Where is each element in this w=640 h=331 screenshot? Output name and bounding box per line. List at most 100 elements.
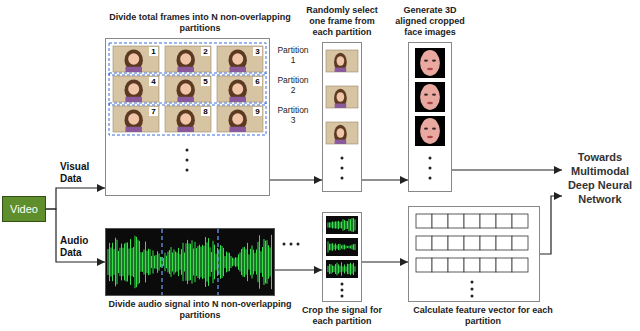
- video-frame: [229, 67, 246, 72]
- frame-number: 3: [253, 47, 262, 56]
- video-frame: [113, 106, 159, 132]
- flow-arrow: [452, 169, 562, 170]
- video-frame: [125, 97, 142, 102]
- face-image: [432, 93, 436, 95]
- partition-outline: [109, 103, 266, 135]
- video-frame: [128, 113, 139, 124]
- audio-segment: [326, 216, 358, 278]
- branch-label: Visual Data: [60, 161, 100, 185]
- continuation-dots: [341, 157, 344, 180]
- face-image: [415, 116, 445, 146]
- continuation-dots: [341, 177, 344, 180]
- continuation-dots: [341, 283, 344, 298]
- video-frame: [180, 113, 191, 124]
- video-frame: [113, 46, 263, 132]
- selected-frame: [337, 92, 345, 102]
- video-frame: [125, 67, 142, 72]
- video-frame: [177, 109, 195, 131]
- face-image: [424, 127, 428, 129]
- face-image: [415, 48, 445, 78]
- feature-vector-cell: [464, 214, 480, 228]
- face-image: [427, 68, 433, 71]
- video-frame: [128, 53, 139, 64]
- video-frame: [232, 53, 243, 64]
- video-frame: [177, 127, 194, 132]
- audio-waveform: [105, 228, 275, 296]
- feature-vector-cell: [416, 214, 432, 228]
- face-image: [415, 48, 445, 146]
- flow-arrow: [540, 196, 562, 254]
- partition-outline: [109, 43, 266, 135]
- selected-frame: [337, 56, 345, 66]
- partition-outline: [109, 43, 266, 75]
- video-frame: [229, 97, 246, 102]
- video-frame: [180, 53, 191, 64]
- face-image-column: Generate 3D aligned cropped face images: [408, 42, 452, 192]
- feature-vector-cell: [448, 236, 464, 250]
- video-frame: [217, 76, 263, 102]
- feature-vector-cell: [416, 214, 528, 272]
- audio-segment: [326, 260, 358, 278]
- selected-frame-column: Randomly select one frame from each part…: [322, 42, 362, 192]
- audio-crop-column: Crop the signal for each partition: [322, 212, 362, 302]
- frame-number: 8: [201, 107, 210, 116]
- flow-arrow: [362, 261, 408, 262]
- face-image: [420, 84, 440, 110]
- audio-segment: [328, 218, 355, 232]
- partition-label: Partition 1: [274, 45, 312, 65]
- feature-vector-cell: [512, 258, 528, 272]
- video-frame: [125, 127, 142, 132]
- selected-frame: [335, 104, 347, 108]
- video-frame: [113, 76, 159, 102]
- feature-vector-cell: [496, 214, 512, 228]
- video-frame: [125, 79, 143, 101]
- video-frame: [165, 106, 211, 132]
- continuation-dots: [341, 289, 344, 292]
- step-caption: Crop the signal for each partition: [302, 305, 382, 327]
- video-frame: [177, 97, 194, 102]
- continuation-dots: [429, 177, 432, 180]
- frame-number: 5: [201, 77, 210, 86]
- audio-segment: [326, 238, 358, 256]
- step-caption: Divide total frames into N non-overlappi…: [105, 12, 295, 34]
- face-image: [420, 118, 440, 144]
- audio-waveform: [108, 235, 272, 289]
- face-image: [420, 50, 440, 76]
- frame-number: 7: [149, 107, 158, 116]
- frame-number: 2: [201, 47, 210, 56]
- selected-frame: [326, 50, 358, 72]
- output-text: Towards Multimodal Deep Neural Network: [562, 150, 638, 206]
- continuation-dots: [471, 281, 474, 284]
- feature-vector-cell: [416, 258, 432, 272]
- partition-outline: [109, 73, 266, 105]
- feature-vector-cell: [512, 214, 528, 228]
- continuation-dots: [290, 243, 293, 246]
- face-image: [432, 127, 436, 129]
- frame-grid-box: Divide total frames into N non-overlappi…: [105, 38, 270, 196]
- video-frame: [180, 83, 191, 94]
- audio-waveform: [105, 228, 275, 296]
- continuation-dots: [297, 243, 300, 246]
- continuation-dots: [186, 159, 189, 162]
- selected-frame: [334, 89, 347, 107]
- feature-vector-cell: [496, 258, 512, 272]
- selected-frame: [335, 68, 347, 72]
- box-label: Video: [10, 203, 38, 216]
- branch-label: Audio Data: [60, 235, 100, 259]
- flow-arrow: [275, 269, 322, 270]
- continuation-dots: [341, 295, 344, 298]
- video-frame: [217, 106, 263, 132]
- feature-vector-cell: [480, 258, 496, 272]
- continuation-dots: [429, 167, 432, 170]
- step-caption: Divide audio signal into N non-overlappi…: [105, 299, 295, 321]
- continuation-dots: [429, 157, 432, 160]
- selected-frame: [326, 122, 358, 144]
- feature-vector-cell: [464, 258, 480, 272]
- feature-vector-cell: [432, 236, 448, 250]
- face-image: [432, 59, 436, 61]
- frame-number: 9: [253, 107, 262, 116]
- continuation-dots: [341, 167, 344, 170]
